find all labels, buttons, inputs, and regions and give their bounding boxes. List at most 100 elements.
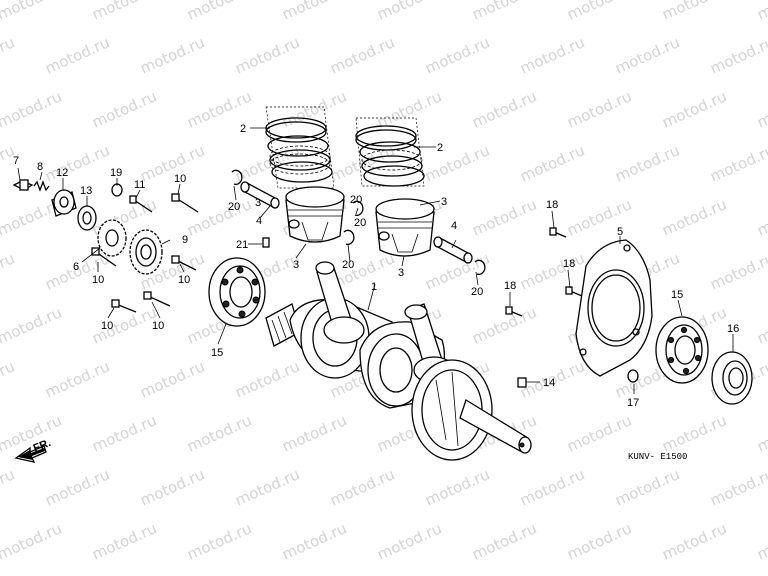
watermark-text: motod.ru [42, 465, 112, 509]
watermark-text: motod.ru [517, 33, 587, 77]
watermark-text: motod.ru [137, 33, 207, 77]
callout-10-mid-left: 10 [92, 274, 104, 286]
watermark-text: motod.ru [279, 0, 349, 24]
callout-6: 6 [73, 261, 79, 273]
watermark-text: motod.ru [89, 0, 159, 24]
watermark-text: motod.ru [659, 195, 729, 239]
callout-labels: 1 2 2 3 3 3 3 4 4 5 6 7 8 9 10 10 10 10 … [13, 123, 739, 462]
callout-2-right: 2 [437, 142, 443, 154]
watermark-text: motod.ru [659, 87, 729, 131]
o-ring [627, 369, 639, 383]
watermark-text: motod.ru [659, 411, 729, 455]
watermark-text: motod.ru [612, 465, 682, 509]
watermark-text: motod.ru [327, 33, 397, 77]
watermark-text: motod.ru [137, 357, 207, 401]
crankshaft-bearing-right [655, 316, 709, 384]
callout-3-left-lower: 3 [293, 259, 299, 271]
watermark-text: motod.ru [184, 519, 254, 563]
piston-right [375, 198, 435, 257]
callout-4-left: 4 [256, 215, 262, 227]
watermark-text: motod.ru [754, 195, 768, 239]
watermark-text: motod.ru [89, 87, 159, 131]
watermark-text: motod.ru [469, 87, 539, 131]
watermark-text: motod.ru [469, 195, 539, 239]
callout-20-d: 20 [350, 194, 362, 206]
watermark-text: motod.ru [184, 195, 254, 239]
watermark-text: motod.ru [517, 249, 587, 293]
piston-pin-right [433, 236, 473, 264]
watermark-text: motod.ru [184, 411, 254, 455]
piston-left [285, 186, 345, 243]
callout-10-low-left: 10 [101, 320, 113, 332]
watermark-text: motod.ru [232, 465, 302, 509]
watermark-text: motod.ru [0, 249, 17, 293]
watermark-text: motod.ru [232, 357, 302, 401]
watermark-text: motod.ru [612, 33, 682, 77]
watermark-text: motod.ru [422, 465, 492, 509]
watermark-text: motod.ru [89, 519, 159, 563]
oil-seal [711, 351, 753, 405]
watermark-text: motod.ru [469, 0, 539, 24]
diagram-code: KUNV- E1500 [628, 452, 687, 462]
watermark-text: motod.ru [232, 141, 302, 185]
watermark-text: motod.ru [42, 33, 112, 77]
callout-10-mid-right: 10 [178, 274, 190, 286]
callout-9: 9 [182, 234, 188, 246]
callout-5: 5 [617, 226, 623, 238]
watermark-text: motod.ru [42, 357, 112, 401]
watermark-text: motod.ru [612, 141, 682, 185]
callout-15-left: 15 [211, 347, 223, 359]
watermark-text: motod.ru [89, 303, 159, 347]
watermark-text: motod.ru [707, 33, 768, 77]
watermark-text: motod.ru [374, 87, 444, 131]
piston-ring-set-right [355, 117, 425, 187]
watermark-text: motod.ru [754, 0, 768, 24]
watermark-text: motod.ru [659, 0, 729, 24]
dowel-pin [262, 237, 270, 248]
watermark-text: motod.ru [0, 303, 64, 347]
watermark-text: motod.ru [374, 0, 444, 24]
watermark-text: motod.ru [564, 195, 634, 239]
callout-20-a: 20 [228, 201, 240, 213]
watermark-text: motod.ru [279, 87, 349, 131]
watermark-text: motod.ru [707, 141, 768, 185]
bolts-18 [505, 227, 583, 317]
watermark-text: motod.ru [137, 465, 207, 509]
watermark-text: motod.ru [469, 303, 539, 347]
bearing-holder-plate [575, 239, 653, 377]
piston-pin-left [240, 181, 280, 209]
watermark-text: motod.ru [517, 141, 587, 185]
watermark-text: motod.ru [564, 519, 634, 563]
callout-2-left: 2 [240, 123, 246, 135]
watermark-text: motod.ru [279, 411, 349, 455]
watermark-text: motod.ru [707, 465, 768, 509]
watermark-text: motod.ru [0, 357, 17, 401]
callout-10-top: 10 [174, 173, 186, 185]
watermark-text: motod.ru [0, 465, 17, 509]
watermark-text: motod.ru [89, 411, 159, 455]
watermark-text: motod.ru [754, 411, 768, 455]
collar [517, 377, 527, 388]
watermark-text: motod.ru [184, 0, 254, 24]
watermark-text: motod.ru [707, 249, 768, 293]
watermark-text: motod.ru [0, 411, 64, 455]
watermark-text: motod.ru [517, 465, 587, 509]
callout-18-mid: 18 [563, 258, 575, 270]
callout-18-low: 18 [504, 280, 516, 292]
watermark-text: motod.ru [327, 465, 397, 509]
callout-14: 14 [543, 377, 555, 389]
watermark-text: motod.ru [564, 87, 634, 131]
crankshaft-bearing-left [208, 257, 266, 327]
watermark-text: motod.ru [42, 141, 112, 185]
watermark-text: motod.ru [374, 519, 444, 563]
callout-20-e: 20 [471, 286, 483, 298]
callout-3-right-upper: 3 [441, 196, 447, 208]
watermark-text: motod.ru [0, 87, 64, 131]
watermark-text: motod.ru [0, 33, 17, 77]
callout-3-left-upper: 3 [255, 197, 261, 209]
callout-21: 21 [236, 239, 248, 251]
watermark-text: motod.ru [137, 141, 207, 185]
piston-pin-clips [231, 169, 486, 275]
